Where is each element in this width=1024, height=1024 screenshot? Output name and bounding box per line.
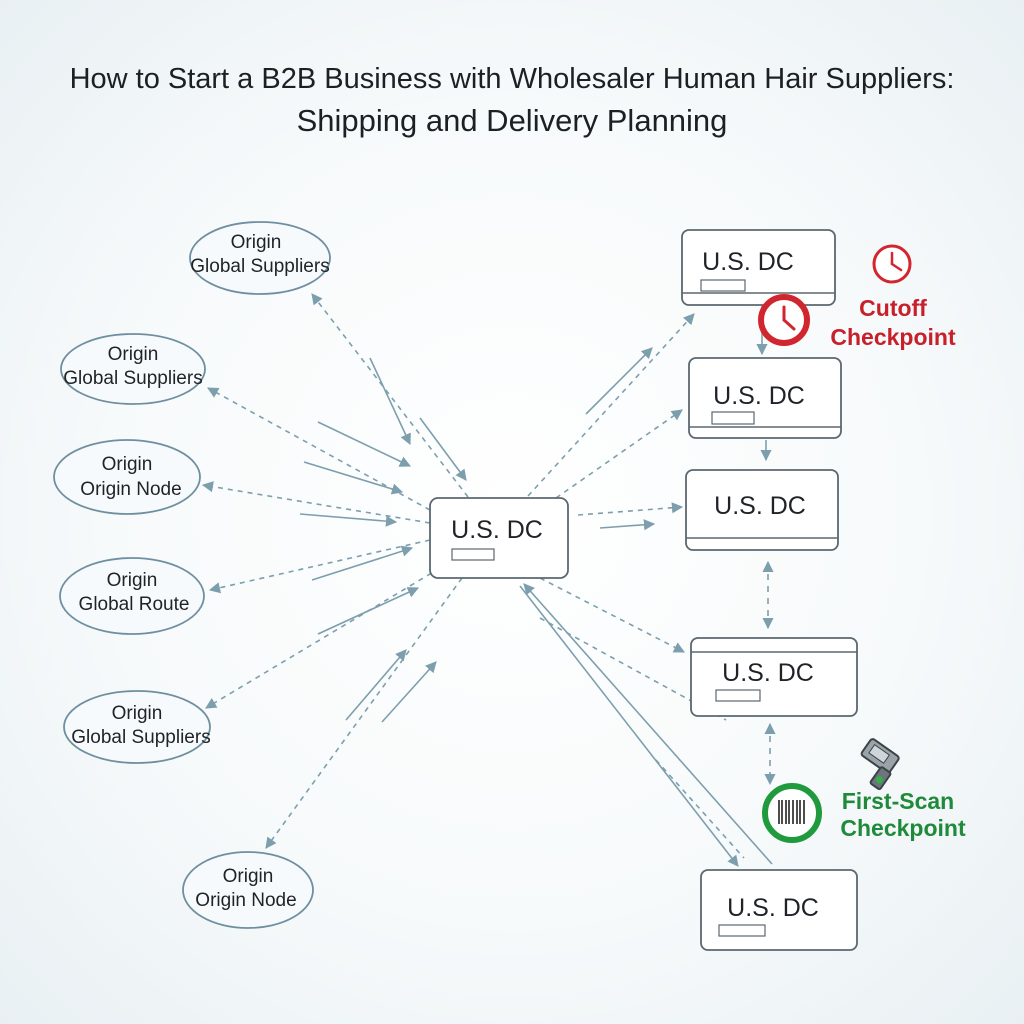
hub-dc-label: U.S. DC — [451, 516, 543, 544]
inbound-arrow-2 — [419, 417, 467, 481]
origin-sublabel: Global Suppliers — [63, 368, 202, 389]
title-line-1: How to Start a B2B Business with Wholesa… — [69, 63, 955, 95]
solid-arrow-to-dc-2 — [585, 347, 653, 415]
arrow-hub-to-origin-4 — [208, 539, 431, 594]
arrow-hub-to-origin-3 — [201, 481, 431, 524]
origin-label: Origin — [223, 866, 274, 887]
clock-icon — [758, 294, 810, 346]
cutoff-label: Cutoff — [859, 295, 927, 321]
dc-node: U.S. DC — [690, 637, 858, 717]
inbound-arrow-5 — [299, 513, 398, 527]
origin-label: Origin — [231, 232, 282, 253]
inbound-arrow-6 — [311, 545, 414, 581]
label-slot — [715, 689, 761, 702]
origin-node: Origin Origin Node — [182, 851, 314, 929]
arrow-hub-to-dc-1 — [527, 313, 695, 497]
dc-label: U.S. DC — [722, 659, 814, 687]
origin-sublabel: Global Route — [79, 594, 190, 615]
origin-label: Origin — [107, 570, 158, 591]
first-scan-label: First-Scan — [842, 788, 954, 814]
origin-sublabel: Origin Node — [80, 479, 181, 500]
label-slot — [711, 411, 755, 425]
hub-dc-node: U.S. DC — [429, 497, 569, 579]
dc-node: U.S. DC — [685, 469, 839, 551]
cutoff-sublabel: Checkpoint — [830, 324, 956, 350]
origin-label: Origin — [112, 703, 163, 724]
label-slot — [718, 924, 766, 937]
scanner-icon — [860, 738, 900, 790]
flow-arrows — [201, 293, 776, 867]
clock-icon — [872, 244, 912, 284]
solid-arrow-to-dc-3 — [599, 519, 656, 531]
origin-label: Origin — [102, 454, 153, 475]
inbound-arrow-3 — [317, 421, 412, 467]
inbound-arrow-4 — [303, 461, 404, 495]
inbound-arrow-7 — [317, 587, 420, 635]
dc-label: U.S. DC — [713, 382, 805, 410]
label-slot — [700, 279, 746, 292]
title-line-2: Shipping and Delivery Planning — [296, 103, 728, 138]
inbound-arrow-9 — [381, 661, 437, 723]
origin-nodes: Origin Global Suppliers Origin Global Su… — [53, 221, 331, 929]
dc-label: U.S. DC — [727, 894, 819, 922]
origin-node: Origin Global Suppliers — [189, 221, 331, 295]
origin-sublabel: Global Suppliers — [71, 727, 210, 748]
dc-node: U.S. DC — [700, 869, 858, 951]
return-arrow-dc-5 — [523, 583, 773, 865]
dc-node: U.S. DC — [681, 229, 836, 306]
dc-nodes: U.S. DC U.S. DC U.S. DC U.S. DC U.S. DC — [681, 229, 858, 951]
cutoff-checkpoint: Cutoff Checkpoint — [758, 244, 956, 350]
arrow-hub-to-dc-3 — [577, 502, 684, 516]
arrow-hub-to-dc-4 — [539, 577, 685, 653]
inbound-arrow-1 — [369, 357, 411, 446]
dc-label: U.S. DC — [714, 492, 806, 520]
dashed-approach-dc-5 — [655, 759, 745, 859]
origin-node: Origin Origin Node — [53, 439, 201, 515]
page-title: How to Start a B2B Business with Wholesa… — [0, 58, 1024, 142]
arrow-hub-to-dc-5 — [519, 585, 739, 867]
arrow-hub-to-origin-6 — [265, 577, 463, 849]
dc-label: U.S. DC — [702, 248, 794, 276]
label-slot — [451, 548, 495, 561]
first-scan-sublabel: Checkpoint — [840, 815, 966, 841]
origin-node: Origin Global Route — [59, 557, 205, 635]
origin-node: Origin Global Suppliers — [63, 690, 211, 764]
origin-node: Origin Global Suppliers — [60, 333, 206, 405]
first-scan-checkpoint: First-Scan Checkpoint — [762, 738, 966, 843]
origin-sublabel: Global Suppliers — [190, 256, 329, 277]
arrow-hub-to-origin-1 — [311, 293, 469, 498]
dc-node: U.S. DC — [688, 357, 842, 439]
arrow-hub-to-origin-5 — [205, 567, 441, 709]
inbound-arrow-8 — [345, 649, 407, 721]
arrow-hub-to-dc-2 — [555, 409, 683, 499]
origin-label: Origin — [108, 344, 159, 365]
origin-sublabel: Origin Node — [195, 890, 296, 911]
barcode-icon — [762, 783, 822, 843]
